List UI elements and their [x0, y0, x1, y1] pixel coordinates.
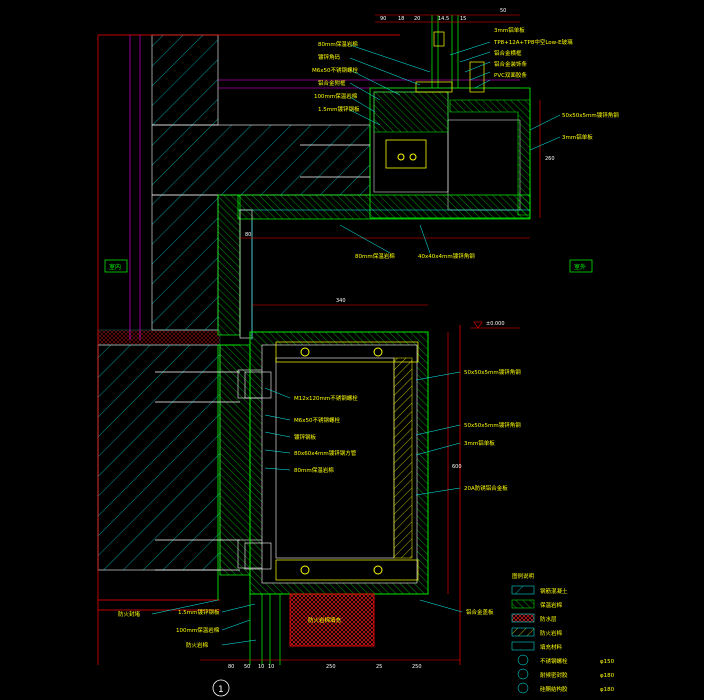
room-tags: 室内 室外 — [104, 259, 593, 273]
callout-lower-left-5: 80mm保温岩棉 — [294, 466, 334, 474]
dim-vertical-upper: 260 — [545, 156, 555, 162]
legend-item-3: 防水层 — [540, 615, 557, 623]
callout-lower-left-4: 80x60x4mm镀锌钢方管 — [294, 449, 357, 457]
legend: 图例说明 钢筋混凝土 保温岩棉 防水层 防火岩棉 填充材料 不锈钢螺栓 φ150… — [511, 572, 615, 694]
anchor-bolts — [155, 144, 370, 571]
upper-left-callouts: 80mm保温岩棉 镀锌角码 M6x50不锈钢螺栓 铝合金附框 100mm保温岩棉… — [312, 40, 360, 113]
callout-lower-right-4: 20A防锈铝合金板 — [464, 484, 508, 492]
callout-pvc-tape: PVC双面胶条 — [494, 71, 527, 79]
callout-insulation-mid: 80mm保温岩棉 — [355, 252, 395, 260]
horizontal-dimensions: 80 340 — [245, 232, 346, 304]
dim-bottom-2: 50 — [244, 664, 250, 670]
callout-bottom-4: 防火岩棉 — [186, 641, 209, 649]
dim-mid-2: 340 — [336, 298, 346, 304]
glass-curtain — [415, 15, 485, 93]
lower-right-callouts: 50x50x5mm镀锌角钢 50x50x5mm镀锌角钢 3mm铝单板 20A防锈… — [464, 368, 521, 492]
level-mark-text: ±0.000 — [486, 321, 505, 327]
callout-glass: TP8+12A+TP8中空Low-E玻璃 — [493, 38, 573, 46]
legend-item-1: 钢筋混凝土 — [540, 587, 568, 595]
dim-top-4: 14.5 — [438, 16, 449, 22]
detail-number-marker: 1 — [212, 679, 230, 697]
callout-lower-left-3: 镀锌钢板 — [294, 433, 317, 441]
lower-left-callouts: M12x120mm不锈钢螺栓 M6x50不锈钢螺栓 镀锌钢板 80x60x4mm… — [294, 394, 358, 474]
callout-lower-left-1: M12x120mm不锈钢螺栓 — [294, 394, 358, 402]
callout-bottom-1: 防火封堵 — [118, 610, 141, 618]
callout-bottom-3: 100mm保温岩棉 — [176, 626, 220, 634]
concrete-upper-wall — [151, 34, 371, 331]
dim-top-2: 18 — [398, 16, 404, 22]
top-dimensions: 90 18 20 14.5 15 50 — [380, 8, 506, 22]
legend-item-5: 填充材料 — [540, 643, 563, 651]
dim-top-3: 20 — [414, 16, 420, 22]
dimension-lines — [200, 14, 541, 661]
legend-item-7: 耐候密封胶 — [540, 671, 568, 679]
dim-bottom-6: 25 — [376, 664, 382, 670]
callout-bottom-right: 铝合金盖板 — [466, 608, 494, 616]
dim-bottom-3: 10 — [258, 664, 264, 670]
dim-mid-1: 80 — [245, 232, 251, 238]
callout-upper-5: 100mm保温岩棉 — [314, 92, 358, 100]
detail-number: 1 — [218, 685, 224, 695]
fire-stop-label: 防火岩棉填充 — [308, 616, 342, 624]
callout-upper-4: 铝合金附框 — [318, 79, 346, 87]
bottom-mullions — [249, 594, 281, 665]
dim-top-5: 15 — [460, 16, 466, 22]
dim-bottom-4: 10 — [268, 664, 274, 670]
lower-panel — [244, 331, 429, 595]
callout-trim: 铝合金装饰条 — [494, 60, 528, 68]
upper-right-callouts: 50x50x5mm镀锌角钢 3mm铝单板 — [562, 111, 619, 141]
bottom-dimensions: 80 50 10 10 250 25 250 — [228, 664, 422, 670]
upper-panel — [237, 87, 531, 220]
callout-bottom-2: 1.5mm镀锌钢板 — [178, 608, 220, 616]
legend-item-4: 防火岩棉 — [540, 629, 563, 637]
legend-item-6: 不锈钢螺栓 — [540, 657, 568, 665]
callout-lower-right-3: 3mm铝单板 — [464, 439, 495, 447]
concrete-lower-wall — [97, 329, 221, 571]
top-callouts: 3mm铝单板 TP8+12A+TP8中空Low-E玻璃 铝合金横框 铝合金装饰条… — [493, 26, 573, 79]
callout-upper-6: 1.5mm镀锌钢板 — [318, 105, 360, 113]
legend-item-8: 硅酮结构胶 — [540, 685, 568, 693]
vertical-dimensions: 260 600 — [452, 156, 555, 470]
callout-panel-upper: 3mm铝单板 — [562, 133, 593, 141]
callout-upper-1: 80mm保温岩棉 — [318, 40, 358, 48]
legend-code-1: φ150 — [600, 659, 615, 665]
callout-lower-left-2: M6x50不锈钢螺栓 — [294, 416, 340, 424]
dim-top-6: 50 — [500, 8, 506, 14]
dim-bottom-5: 250 — [326, 664, 336, 670]
legend-title: 图例说明 — [512, 572, 535, 580]
level-mark: ±0.000 — [470, 321, 520, 329]
mid-callouts: 80mm保温岩棉 40x40x4mm镀锌角钢 — [355, 252, 475, 260]
callout-lower-right-2: 50x50x5mm镀锌角钢 — [464, 421, 521, 429]
callout-aluminum-panel-top: 3mm铝单板 — [494, 26, 525, 34]
frame-lines — [97, 34, 461, 665]
dim-top-1: 90 — [380, 16, 386, 22]
bottom-callouts: 防火封堵 1.5mm镀锌钢板 100mm保温岩棉 防火岩棉 铝合金盖板 — [118, 608, 494, 649]
legend-item-2: 保温岩棉 — [540, 601, 563, 609]
callout-upper-3: M6x50不锈钢螺栓 — [312, 66, 358, 74]
room-tag-outdoor: 室外 — [574, 263, 586, 271]
dim-bottom-1: 80 — [228, 664, 234, 670]
callout-angle-mid: 40x40x4mm镀锌角钢 — [418, 252, 475, 260]
fire-stop-box: 防火岩棉填充 — [289, 593, 375, 647]
callout-transom: 铝合金横框 — [494, 49, 522, 57]
legend-code-2: φ180 — [600, 673, 615, 679]
callout-angle-upper: 50x50x5mm镀锌角钢 — [562, 111, 619, 119]
dim-bottom-7: 250 — [412, 664, 422, 670]
dim-vertical-lower: 600 — [452, 464, 462, 470]
leader-lines — [151, 41, 561, 646]
callout-upper-2: 镀锌角码 — [318, 53, 341, 61]
callout-lower-right-1: 50x50x5mm镀锌角钢 — [464, 368, 521, 376]
legend-code-3: φ180 — [600, 687, 615, 693]
room-tag-indoor: 室内 — [109, 263, 121, 271]
